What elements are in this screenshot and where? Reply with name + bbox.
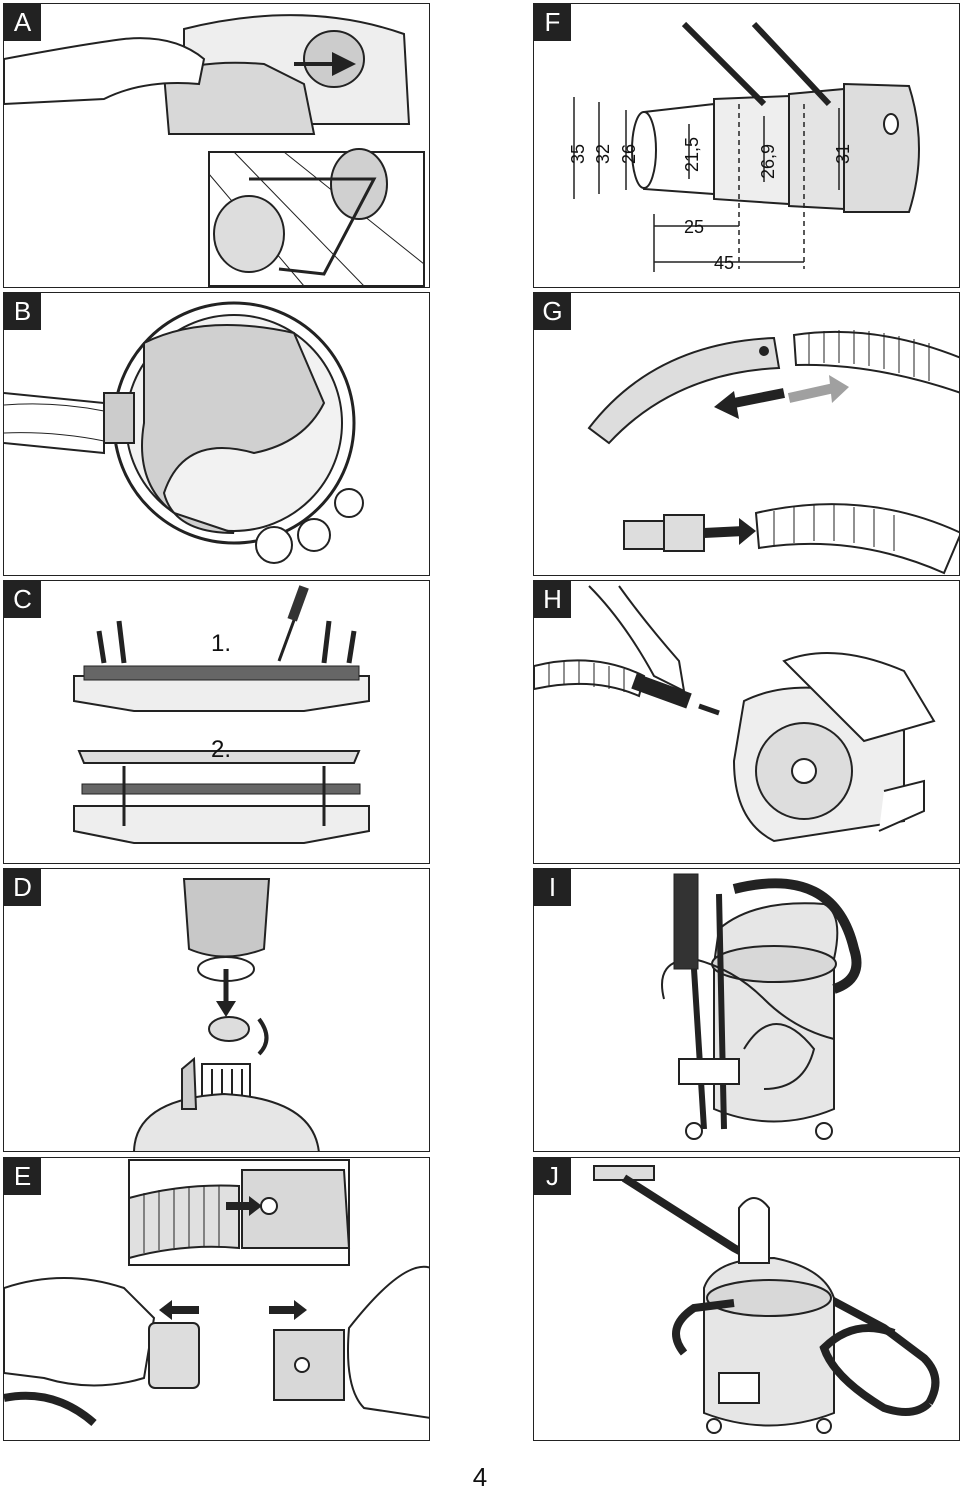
panel-label: E [4,1158,41,1195]
panel-label: J [534,1158,571,1195]
panel-label: C [4,581,41,618]
panel-label: D [4,869,41,906]
length-25: 25 [684,217,704,237]
dim-35: 35 [568,144,588,164]
panel-label: F [534,4,571,41]
panel-g: G [533,292,960,576]
dim-32: 32 [593,144,613,164]
cartridge-filter-installation-illustration [133,878,320,1151]
panel-label: I [534,869,571,906]
panel-label: H [534,581,571,618]
vacuum-in-use-illustration [593,1165,940,1434]
panel-i: I [533,868,960,1152]
dim-26: 26 [619,144,639,164]
dim-21-5: 21,5 [682,137,702,172]
hose-connection-illustration [4,1159,429,1427]
dim-31: 31 [833,144,853,164]
adapter-dimensions-illustration: 35 32 26 21,5 26,9 31 25 45 [568,21,920,273]
dim-26-9: 26,9 [758,144,778,179]
bag-inside-container-illustration [4,301,364,564]
panel-f: F 35 32 26 21,5 26,9 31 25 45 [533,3,960,288]
accessory-storage-illustration [661,873,862,1140]
panel-b: B [3,292,430,576]
panel-d: D [3,868,430,1152]
step-two-label: 2. [211,736,231,763]
step-one-label: 1. [211,630,231,657]
panel-label: A [4,4,41,41]
panel-c: C 1. 2. [3,580,430,864]
panel-e: E [3,1157,430,1441]
length-45: 45 [714,253,734,273]
page-number: 4 [472,1462,488,1492]
panel-label: G [534,293,571,330]
floor-nozzle-strip-replacement-illustration: 1. 2. [73,585,370,844]
panel-h: H [533,580,960,864]
hose-handle-connection-illustration [587,330,959,575]
filter-bag-insertion-illustration [4,14,425,287]
panel-label: B [4,293,41,330]
power-tool-connection-illustration [534,585,936,843]
panel-j: J [533,1157,960,1441]
panel-a: A [3,3,430,288]
